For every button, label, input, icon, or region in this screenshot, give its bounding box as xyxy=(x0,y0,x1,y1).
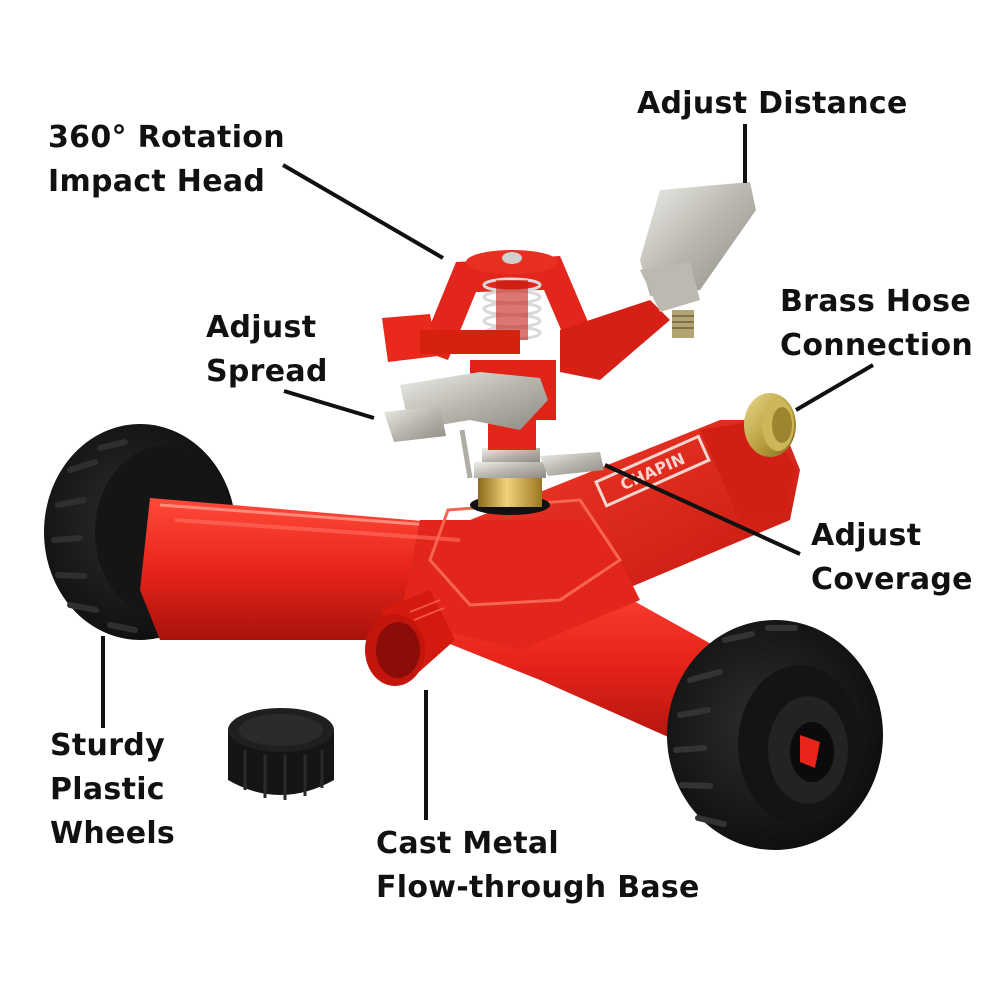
label-line: Sturdy xyxy=(50,728,165,763)
distance-flap xyxy=(640,182,756,338)
label-adjust-coverage: Adjust Coverage xyxy=(811,514,973,602)
label-brass-hose: Brass Hose Connection xyxy=(780,280,973,368)
label-line: Adjust xyxy=(206,310,317,345)
label-adjust-distance: Adjust Distance xyxy=(637,82,908,126)
label-line: Plastic xyxy=(50,772,165,807)
brass-hose-connector xyxy=(744,393,796,457)
hose-end-cap xyxy=(228,708,334,800)
label-base: Cast Metal Flow-through Base xyxy=(376,822,700,910)
label-line: Adjust xyxy=(811,518,922,553)
label-line: Coverage xyxy=(811,562,973,597)
label-line: Wheels xyxy=(50,816,176,851)
label-line: Brass Hose xyxy=(780,284,971,319)
label-rotation-head: 360° Rotation Impact Head xyxy=(48,116,285,204)
label-adjust-spread: Adjust Spread xyxy=(206,306,328,394)
label-line: Connection xyxy=(780,328,974,363)
right-wheel xyxy=(667,620,883,850)
impact-head xyxy=(382,250,670,479)
label-line: Cast Metal xyxy=(376,826,559,861)
label-line: Flow-through Base xyxy=(376,870,700,905)
label-wheels: Sturdy Plastic Wheels xyxy=(50,724,175,856)
label-line: Adjust Distance xyxy=(637,86,908,121)
outlet-port xyxy=(365,590,455,686)
label-line: 360° Rotation xyxy=(48,120,285,155)
label-line: Impact Head xyxy=(48,164,266,199)
label-line: Spread xyxy=(206,354,328,389)
